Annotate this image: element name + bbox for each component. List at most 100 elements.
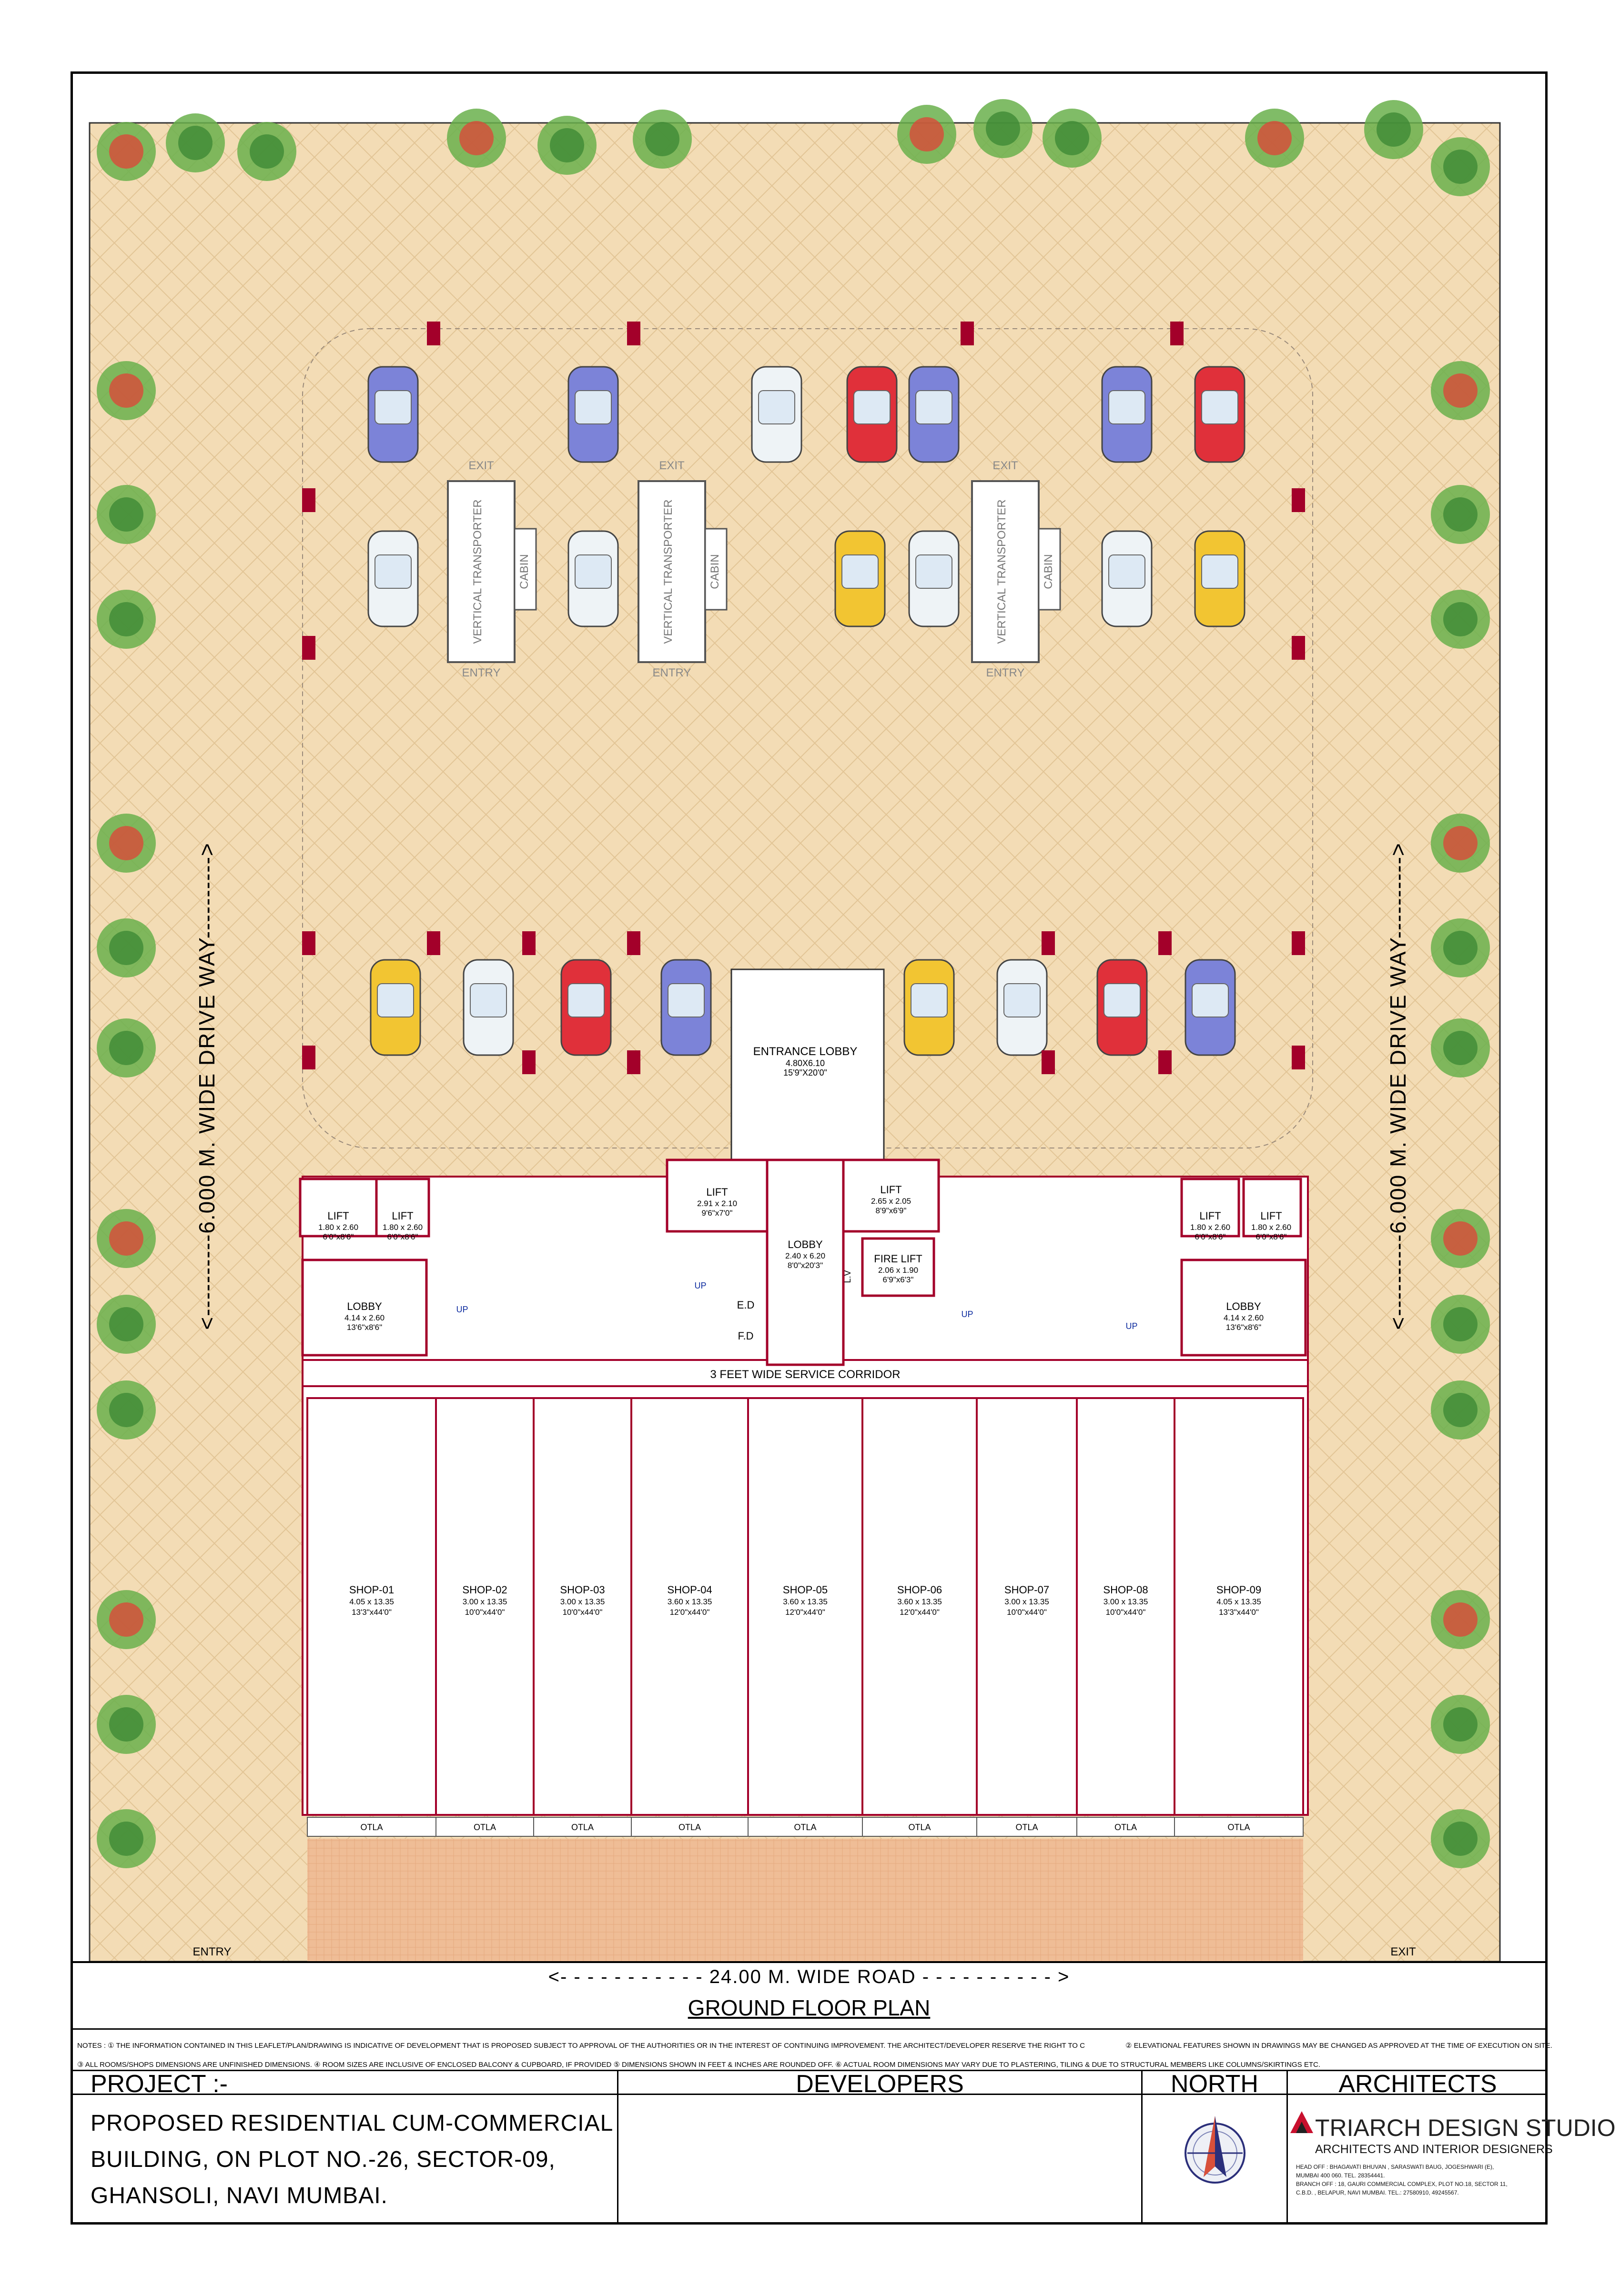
architect-logo-block: TRIARCH DESIGN STUDIO ARCHITECTS AND INT… <box>1286 2091 1616 2220</box>
column-16 <box>1158 931 1172 955</box>
lv-label: L.V <box>843 1270 852 1283</box>
otla-1 <box>307 1817 436 1837</box>
otla-label-7: OTLA <box>1015 1823 1038 1832</box>
room-8 <box>1180 1178 1240 1238</box>
entrance-lobby-feet: 15'9"X20'0" <box>783 1068 827 1078</box>
room-name-7: FIRE LIFT <box>874 1253 922 1265</box>
branch-office-line-1: BRANCH OFF : 18, GAURI COMMERCIAL COMPLE… <box>1296 2181 1508 2187</box>
tree-core-5 <box>645 122 679 156</box>
project-line-2: BUILDING, ON PLOT NO.-26, SECTOR-09, <box>91 2147 556 2172</box>
up-label-3: UP <box>961 1309 973 1319</box>
room-size-5: 2.65 x 2.05 <box>871 1197 911 1206</box>
transporter-cabin-label-1: CABIN <box>518 554 531 589</box>
ed-label: E.D <box>737 1299 755 1311</box>
otla-label-8: OTLA <box>1114 1823 1137 1832</box>
shop-8 <box>1076 1397 1175 1816</box>
tree-core-8 <box>1055 121 1089 155</box>
tree-core-10 <box>1377 112 1411 147</box>
transporter-label-3: VERTICAL TRANSPORTER <box>995 499 1008 644</box>
tree-core-35 <box>1443 1822 1478 1856</box>
transporter-1 <box>447 480 516 663</box>
shop-name-8: SHOP-08 <box>1103 1584 1148 1596</box>
notes-divider <box>71 2070 1548 2071</box>
shop-name-5: SHOP-05 <box>783 1584 828 1596</box>
tree-core-1 <box>178 126 213 160</box>
column-13 <box>522 931 536 955</box>
col-divider-2 <box>1141 2070 1143 2225</box>
column-18 <box>627 1050 640 1074</box>
notes-block: NOTES : ① THE INFORMATION CONTAINED IN T… <box>77 2036 1552 2074</box>
car-windshield-9 <box>575 554 612 589</box>
room-feet-3: 13'6"x8'6" <box>347 1323 382 1332</box>
tree-core-14 <box>109 602 143 636</box>
shop-size-6: 3.60 x 13.35 <box>897 1597 942 1606</box>
car-windshield-10 <box>841 554 879 589</box>
shop-name-9: SHOP-09 <box>1216 1584 1261 1596</box>
shop-size-1: 4.05 x 13.35 <box>349 1597 394 1606</box>
tree-core-2 <box>250 134 284 169</box>
transporter-label-2: VERTICAL TRANSPORTER <box>662 499 675 644</box>
shop-size-3: 3.00 x 13.35 <box>560 1597 605 1606</box>
architect-subtitle: ARCHITECTS AND INTERIOR DESIGNERS <box>1315 2143 1553 2156</box>
room-name-1: LIFT <box>327 1210 349 1222</box>
architects-heading: ARCHITECTS <box>1338 2070 1497 2098</box>
car-windshield-1 <box>375 390 412 424</box>
tree-core-21 <box>1443 826 1478 860</box>
transporter-entry-2: ENTRY <box>653 666 691 679</box>
room-name-6: LOBBY <box>788 1239 823 1250</box>
room-10 <box>1180 1259 1307 1357</box>
col-divider-1 <box>617 2070 618 2225</box>
otla-7 <box>976 1817 1077 1837</box>
column-12 <box>427 931 440 955</box>
car-windshield-15 <box>470 983 507 1017</box>
room-feet-5: 8'9"x6'9" <box>876 1206 907 1215</box>
transporter-entry-3: ENTRY <box>986 666 1025 679</box>
project-description: PROPOSED RESIDENTIAL CUM-COMMERCIAL BUIL… <box>91 2105 613 2214</box>
tree-core-24 <box>109 1221 143 1256</box>
tree-core-17 <box>1443 602 1478 636</box>
column-8 <box>1292 488 1305 512</box>
tree-core-11 <box>1443 150 1478 184</box>
car-windshield-6 <box>1108 390 1145 424</box>
room-2 <box>375 1178 430 1238</box>
column-5 <box>627 322 640 345</box>
room-feet-9: 6'0"x8'6" <box>1256 1232 1287 1241</box>
column-3 <box>302 1046 315 1069</box>
transporter-entry-1: ENTRY <box>462 666 501 679</box>
project-heading: PROJECT :- <box>91 2070 228 2098</box>
room-feet-2: 6'0"x8'6" <box>387 1232 418 1241</box>
drawing-title: GROUND FLOOR PLAN <box>688 1995 931 2020</box>
sheet-border <box>71 71 1548 2225</box>
tree-core-6 <box>910 117 944 151</box>
shop-4 <box>630 1397 749 1816</box>
transporter-cabin-2 <box>704 528 728 611</box>
room-5 <box>842 1158 940 1233</box>
otla-label-2: OTLA <box>474 1823 496 1832</box>
car-windshield-21 <box>1192 983 1229 1017</box>
north-arrow-icon <box>1185 2116 1245 2184</box>
car-windshield-12 <box>1108 554 1145 589</box>
tree-core-29 <box>1443 1393 1478 1427</box>
car-windshield-16 <box>567 983 605 1017</box>
transporter-cabin-label-2: CABIN <box>709 554 721 589</box>
transporter-exit-2: EXIT <box>659 459 685 472</box>
room-3 <box>301 1259 428 1357</box>
room-name-4: LIFT <box>706 1186 728 1198</box>
column-1 <box>302 636 315 660</box>
entry-gate-label: ENTRY <box>193 1945 232 1958</box>
tree-core-30 <box>109 1602 143 1637</box>
heading-divider <box>71 2094 1548 2095</box>
column-15 <box>1042 931 1055 955</box>
service-corridor-label: 3 FEET WIDE SERVICE CORRIDOR <box>710 1368 900 1381</box>
shop-feet-2: 10'0"x44'0" <box>465 1608 505 1617</box>
room-name-8: LIFT <box>1199 1210 1221 1222</box>
room-size-8: 1.80 x 2.60 <box>1190 1223 1230 1232</box>
tree-core-33 <box>1443 1602 1478 1637</box>
developers-heading: DEVELOPERS <box>796 2070 964 2098</box>
tree-core-18 <box>109 826 143 860</box>
tree-core-16 <box>1443 497 1478 532</box>
shop-5 <box>747 1397 863 1816</box>
head-office-line-1: HEAD OFF : BHAGAVATI BHUVAN , SARASWATI … <box>1296 2164 1494 2170</box>
tree-core-9 <box>1257 121 1292 155</box>
car-windshield-19 <box>1003 983 1041 1017</box>
